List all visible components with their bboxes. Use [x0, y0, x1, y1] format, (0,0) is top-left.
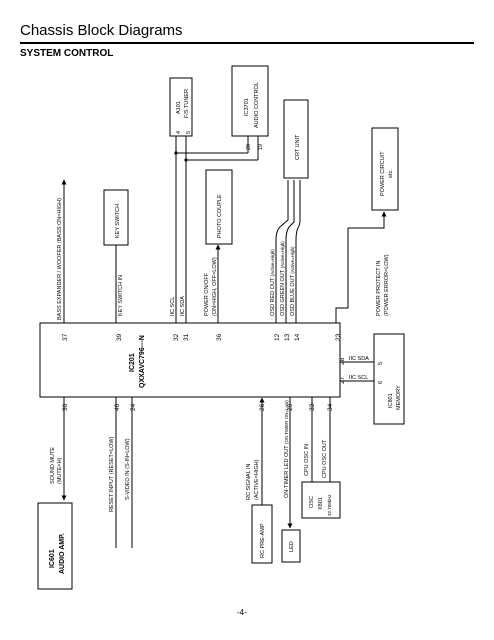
- right-sda-pin: 28: [339, 357, 346, 365]
- ic601-desc: AUDIO AMP.: [59, 533, 66, 574]
- scl-label: IIC SCL: [170, 297, 176, 316]
- key-pin: 39: [116, 333, 123, 341]
- ic801-name: IC801: [388, 393, 394, 408]
- ic201-block: [39, 322, 341, 398]
- scl-pin: 32: [173, 333, 180, 341]
- blue-label: OSD BLUE OUT (Active=High): [290, 246, 296, 316]
- ic3701-name: IC3701: [244, 98, 250, 116]
- ic3701-desc: AUDIO CONTROL: [254, 82, 260, 128]
- rc-preamp-text: RC PRE-AMP: [260, 523, 266, 558]
- title-rule: [20, 42, 474, 44]
- mute-label1: SOUND MUTE: [50, 447, 56, 484]
- red-label: OSD RED OUT (Active=High): [270, 249, 276, 316]
- ic3701-pin-b: 19: [258, 144, 264, 150]
- reset-label: RESET INPUT (RESET=LOW): [109, 436, 115, 512]
- timer-label: ON-TIMER LED OUT (ON TIMER ON=Low): [284, 400, 290, 498]
- bass-pin: 37: [62, 333, 69, 341]
- oscout-label: CPU OSC OUT: [322, 439, 328, 478]
- power-circuit-box: [371, 127, 399, 211]
- protect-label2: (POWER ERROR=LOW): [384, 254, 390, 316]
- timer-pin: 29: [287, 403, 294, 411]
- power-circuit-line1: POWER CIRCUIT: [380, 151, 386, 196]
- ic801-desc: MEMORY: [396, 385, 402, 410]
- red-pin: 12: [274, 333, 281, 341]
- photo-couple-text: PHOTO COUPLE: [217, 194, 223, 238]
- osc-line2: X801: [318, 497, 324, 510]
- led-text: LED: [289, 541, 295, 552]
- osc-line3: 32.768kHz: [327, 494, 332, 516]
- ic601-box: [37, 502, 73, 590]
- ic3701-box: [231, 65, 269, 137]
- ic801-pin-scl: 6: [378, 381, 384, 384]
- mute-label2: (MUTE=H): [57, 457, 63, 484]
- right-scl-label: IIC SCL: [349, 375, 368, 381]
- rc-label1: RC SIGNAL IN: [246, 464, 252, 500]
- oscin-pin: 33: [309, 403, 316, 411]
- key-label: KEY SWITCH IN: [118, 275, 124, 316]
- rgb-bundle-2: [285, 180, 295, 241]
- crt-unit-box: [283, 99, 309, 179]
- page-title: Chassis Block Diagrams: [20, 22, 183, 39]
- power-label2: (ON=HIGH, OFF=LOW): [212, 257, 218, 316]
- ic801-pin-sda: 5: [378, 362, 384, 365]
- green-pin: 13: [284, 333, 291, 341]
- blue-pin: 14: [294, 333, 301, 341]
- protect-line: [335, 212, 384, 323]
- mute-pin: 30: [62, 403, 69, 411]
- green-label: OSD GREEN OUT (Active=High): [280, 241, 286, 316]
- ic3701-pin-a: 20: [246, 144, 252, 150]
- ic601-name: IC601: [49, 549, 56, 568]
- crt-unit-text: CRT UNIT: [295, 134, 301, 160]
- oscin-label: CPU OSC IN: [304, 444, 310, 476]
- a101-name: A101: [176, 101, 182, 114]
- rc-pin: 26: [259, 403, 266, 411]
- ic201-name: IC201: [129, 353, 136, 372]
- a101-pin-b: 5: [186, 131, 192, 134]
- reset-pin: 40: [114, 403, 121, 411]
- right-sda-label: IIC SDA: [349, 356, 369, 362]
- rc-label2: (ACTIVE=HIGH): [254, 459, 260, 500]
- oscout-pin: 34: [327, 403, 334, 411]
- photo-couple-box: [205, 169, 233, 245]
- osc-line1: OSC: [309, 496, 315, 508]
- rgb-bundle-3: [295, 180, 301, 241]
- a101-desc: F/S TUNER: [184, 89, 190, 118]
- led-box: [281, 529, 301, 563]
- right-scl-pin: 27: [339, 376, 346, 384]
- osc-box: [301, 481, 341, 519]
- power-pin: 36: [216, 333, 223, 341]
- key-switch-text: KEY SWITCH: [115, 204, 121, 238]
- page-number: -4-: [237, 608, 247, 617]
- section-title: SYSTEM CONTROL: [20, 48, 114, 59]
- svideo-label: S-VIDEO IN (S-IN=LOW): [125, 438, 131, 500]
- rgb-bundle: [275, 180, 289, 241]
- protect-pin: 23: [335, 333, 342, 341]
- a101-box: [169, 77, 193, 137]
- ic801-box: [373, 333, 405, 425]
- sda-label: IIC SDA: [180, 296, 186, 316]
- ic201-part: QXXAVC796---N: [139, 335, 146, 388]
- key-switch-box: [103, 189, 129, 246]
- svideo-pin: 24: [130, 403, 137, 411]
- sda-pin: 31: [183, 333, 190, 341]
- a101-pin-a: 4: [176, 131, 182, 134]
- rc-preamp-box: [251, 504, 273, 564]
- power-label1: POWER ON/OFF: [204, 272, 210, 316]
- bass-label: BASS EXPANDER / WOOFER (BASS ON=HIGH): [57, 198, 63, 320]
- power-circuit-line2: etc.: [388, 169, 394, 178]
- protect-label1: POWER PROTECT IN: [376, 260, 382, 316]
